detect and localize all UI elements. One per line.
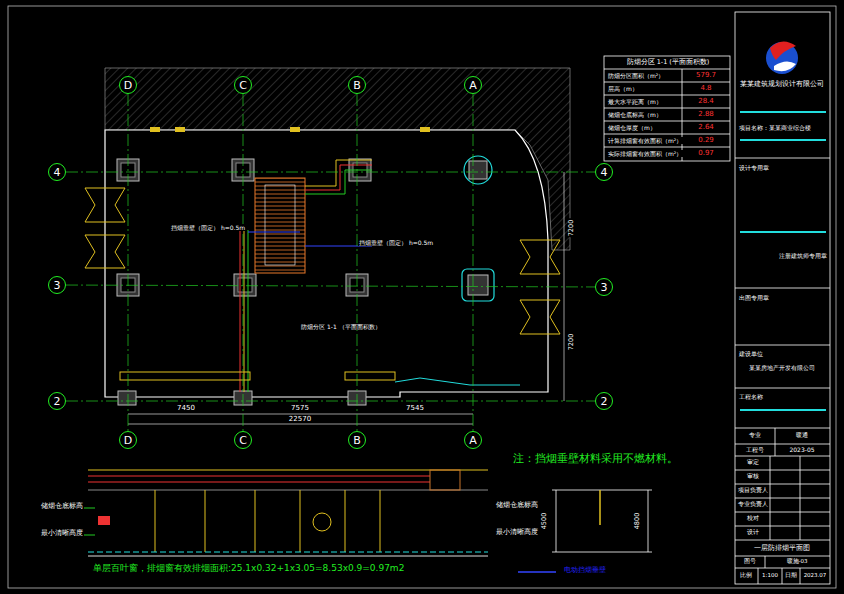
stamp-label: 设计专用章 bbox=[738, 164, 770, 171]
field-value: 2023.07 bbox=[803, 572, 828, 579]
section-label: 储烟仓底标高 bbox=[495, 502, 539, 510]
general-note: 注：挡烟垂壁材料采用不燃材料。 bbox=[512, 452, 679, 465]
axis-line bbox=[66, 401, 595, 402]
axis-label: B bbox=[353, 80, 361, 91]
field-value: 2023-05 bbox=[788, 446, 815, 453]
field-value: 1:100 bbox=[761, 572, 779, 579]
axis-bubble: 4 bbox=[595, 163, 613, 181]
field-label: 专业 bbox=[748, 431, 762, 438]
dimension: 7545 bbox=[405, 404, 425, 412]
table-cell: 实际排烟窗有效面积（m²） bbox=[607, 150, 683, 157]
axis-line bbox=[66, 285, 595, 287]
dimension: 7200 bbox=[568, 219, 576, 238]
dimension: 7200 bbox=[568, 333, 576, 352]
stamp-label: 注册建筑师专用章 bbox=[778, 252, 828, 259]
field-label: 工程号 bbox=[745, 446, 765, 453]
axis-label: A bbox=[469, 435, 477, 446]
axis-bubble: B bbox=[348, 76, 366, 94]
axis-label: C bbox=[239, 435, 247, 446]
axis-label: C bbox=[239, 80, 247, 91]
table-value: 579.7 bbox=[695, 71, 717, 79]
axis-line bbox=[128, 94, 129, 431]
project-name: 项目名称：某某商业综合楼 bbox=[738, 124, 812, 131]
zone-label: 防烟分区 1-1 （平面面积数） bbox=[300, 323, 382, 330]
axis-label: 2 bbox=[54, 396, 61, 407]
axis-line bbox=[243, 94, 244, 431]
axis-bubble: 3 bbox=[48, 276, 66, 294]
axis-bubble: D bbox=[119, 76, 137, 94]
axis-label: 4 bbox=[601, 167, 608, 178]
axis-bubble: B bbox=[348, 431, 366, 449]
axis-bubble: 4 bbox=[48, 163, 66, 181]
field-value: 暖通 bbox=[795, 431, 809, 438]
table-cell: 层高（m） bbox=[607, 85, 639, 92]
axis-label: 3 bbox=[601, 282, 608, 293]
axis-label: A bbox=[469, 80, 477, 91]
dimension: 7575 bbox=[290, 404, 310, 412]
table-cell: 防烟分区面积（m²） bbox=[607, 72, 665, 79]
table-value: 0.29 bbox=[697, 136, 715, 144]
table-header: 防烟分区 1-1 (平面面积数) bbox=[626, 59, 711, 67]
legend-text: 电动挡烟垂壁 bbox=[563, 566, 607, 574]
field-value: 暖施-03 bbox=[786, 558, 809, 565]
table-cell: 计算排烟窗有效面积（m²） bbox=[607, 137, 683, 144]
drawing-title: 一层防排烟平面图 bbox=[753, 544, 811, 552]
plan-note: 挡烟垂壁（固定） h=0.5m bbox=[358, 239, 434, 246]
stamp-label: 出图专用章 bbox=[738, 294, 770, 301]
dimension: 4800 bbox=[634, 512, 642, 531]
role-label: 审定 bbox=[746, 459, 760, 466]
axis-bubble: C bbox=[234, 431, 252, 449]
section-label: 最小清晰高度 bbox=[495, 529, 539, 537]
axis-label: D bbox=[124, 80, 132, 91]
axis-line bbox=[357, 94, 358, 431]
field-label: 建设单位 bbox=[738, 350, 764, 357]
section-label: 最小清晰高度 bbox=[40, 530, 84, 538]
section-label: 储烟仓底标高 bbox=[40, 503, 84, 511]
axis-bubble: 3 bbox=[595, 278, 613, 296]
role-label: 校对 bbox=[746, 515, 760, 522]
plan-note: 挡烟垂壁（固定） h=0.5m bbox=[170, 224, 246, 231]
table-cell: 储烟仓底标高（m） bbox=[607, 111, 663, 118]
dimension: 22570 bbox=[288, 415, 312, 423]
vent-note: 单层百叶窗，排烟窗有效排烟面积:25.1x0.32+1x3.05=8.53x0.… bbox=[92, 563, 405, 574]
axis-label: 3 bbox=[54, 280, 61, 291]
dimension: 4500 bbox=[541, 512, 549, 531]
dimension: 7450 bbox=[176, 404, 196, 412]
role-label: 审核 bbox=[746, 473, 760, 480]
table-value: 2.88 bbox=[697, 110, 715, 118]
table-value: 2.64 bbox=[697, 123, 715, 131]
role-label: 设计 bbox=[746, 529, 760, 536]
axis-bubble: C bbox=[234, 76, 252, 94]
company-name: 某某建筑规划设计有限公司 bbox=[739, 80, 825, 88]
role-label: 专业负责人 bbox=[737, 501, 769, 508]
axis-bubble: D bbox=[119, 431, 137, 449]
field-label: 日期 bbox=[784, 572, 798, 579]
role-label: 项目负责人 bbox=[737, 487, 769, 494]
axis-label: 4 bbox=[54, 167, 61, 178]
axis-line bbox=[66, 172, 595, 173]
axis-label: 2 bbox=[601, 396, 608, 407]
axis-label: B bbox=[353, 435, 361, 446]
table-cell: 储烟仓厚度（m） bbox=[607, 124, 657, 131]
field-label: 图号 bbox=[743, 558, 757, 565]
field-value: 某某房地产开发有限公司 bbox=[748, 364, 816, 371]
axis-line bbox=[473, 94, 474, 431]
table-cell: 最大水平距离（m） bbox=[607, 98, 663, 105]
axis-bubble: 2 bbox=[48, 392, 66, 410]
table-value: 4.8 bbox=[699, 84, 712, 92]
field-label: 比例 bbox=[739, 572, 753, 579]
axis-bubble: A bbox=[464, 431, 482, 449]
table-value: 0.97 bbox=[697, 149, 715, 157]
axis-label: D bbox=[124, 435, 132, 446]
axis-bubble: A bbox=[464, 76, 482, 94]
table-value: 28.4 bbox=[697, 97, 715, 105]
axis-bubble: 2 bbox=[595, 392, 613, 410]
field-label: 工程名称 bbox=[738, 393, 764, 400]
